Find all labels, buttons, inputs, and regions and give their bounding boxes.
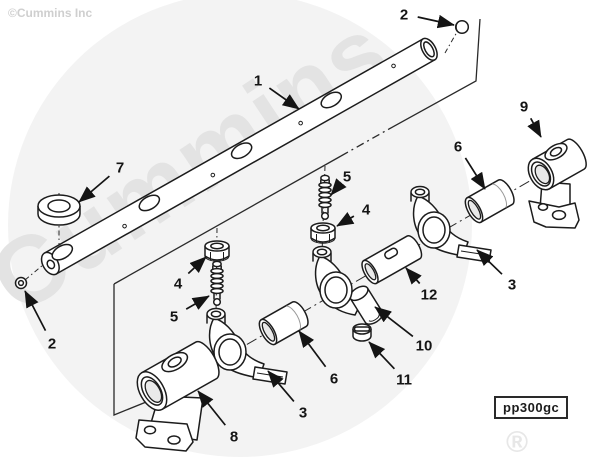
adjusting-screw-part-5-right <box>318 174 332 221</box>
plug-part-2-top <box>454 19 470 35</box>
callout-label-11-15: 11 <box>396 372 412 389</box>
tube-part-12 <box>361 235 423 285</box>
callout-label-5-8: 5 <box>170 309 178 326</box>
callout-arrow-4-6 <box>187 256 207 275</box>
callout-arrow-7-11 <box>78 175 110 203</box>
bushing-part-6-left <box>255 298 313 348</box>
nut-part-4-right <box>310 222 336 244</box>
plug-part-2-bottom <box>14 276 28 290</box>
figure-code-label: pp300gc <box>494 396 569 419</box>
callout-label-10-14: 10 <box>416 338 433 355</box>
registered-trademark-watermark: ® <box>506 426 529 459</box>
callout-arrow-3-4 <box>267 370 295 402</box>
insert-part-11 <box>352 323 372 342</box>
callout-label-6-9: 6 <box>454 139 462 156</box>
callout-arrow-12-16 <box>405 267 422 285</box>
callout-arrow-2-2 <box>24 290 47 331</box>
bushing-part-6-right <box>461 176 519 226</box>
callout-label-4-6: 4 <box>174 276 183 293</box>
callout-arrow-11-15 <box>368 341 396 370</box>
washer-part-7 <box>37 194 81 226</box>
callout-label-3-4: 3 <box>299 405 307 422</box>
callout-arrow-3-3 <box>476 249 503 275</box>
callout-arrow-2-1 <box>417 14 455 29</box>
callout-arrow-6-10 <box>298 330 327 368</box>
callout-arrow-6-9 <box>464 157 486 190</box>
copyright-notice: ©Cummins Inc <box>8 6 93 20</box>
callout-arrow-5-7 <box>330 178 347 196</box>
callout-arrow-4-5 <box>336 211 355 227</box>
pedestal-part-9 <box>527 138 587 229</box>
callout-arrow-10-14 <box>374 306 414 338</box>
adjusting-screw-part-5-left <box>210 260 224 307</box>
callout-label-6-10: 6 <box>330 371 338 388</box>
callout-label-12-16: 12 <box>421 287 438 304</box>
callout-label-2-1: 2 <box>400 7 408 24</box>
callout-label-4-5: 4 <box>362 202 371 219</box>
pedestal-part-8 <box>135 340 220 452</box>
callout-label-8-12: 8 <box>230 429 238 446</box>
nut-part-4-left <box>204 240 230 262</box>
callout-arrow-8-12 <box>197 390 226 426</box>
callout-arrow-5-8 <box>185 295 210 310</box>
callout-label-5-7: 5 <box>343 169 351 186</box>
callout-label-2-2: 2 <box>48 336 56 353</box>
rocker-shaft-part-1 <box>40 37 438 276</box>
callout-label-7-11: 7 <box>116 160 124 177</box>
callout-label-9-13: 9 <box>520 99 528 116</box>
callout-arrow-1-0 <box>268 87 300 110</box>
callout-label-1-0: 1 <box>254 73 262 90</box>
callout-arrow-9-13 <box>527 117 542 138</box>
callout-label-3-3: 3 <box>508 277 516 294</box>
